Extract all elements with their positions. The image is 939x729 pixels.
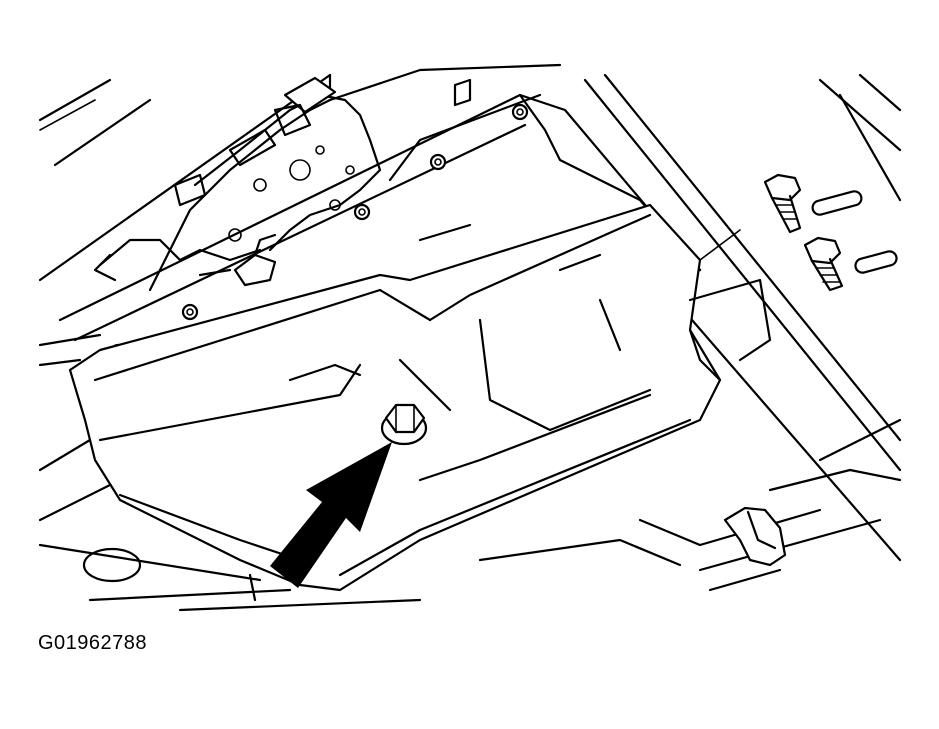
- pointer-arrow: [270, 442, 392, 588]
- loose-bolt-1: [763, 173, 802, 234]
- oil-pan: [68, 203, 772, 592]
- frame-slots: [811, 190, 898, 274]
- drain-plug: [380, 403, 428, 446]
- loose-bolt-2: [803, 236, 844, 292]
- chassis-hole: [82, 547, 142, 583]
- valve-body-harness: [93, 76, 382, 292]
- retaining-clip: [723, 506, 787, 567]
- chassis-frame-lines: [38, 63, 902, 612]
- figure-id-label: G01962788: [38, 632, 148, 654]
